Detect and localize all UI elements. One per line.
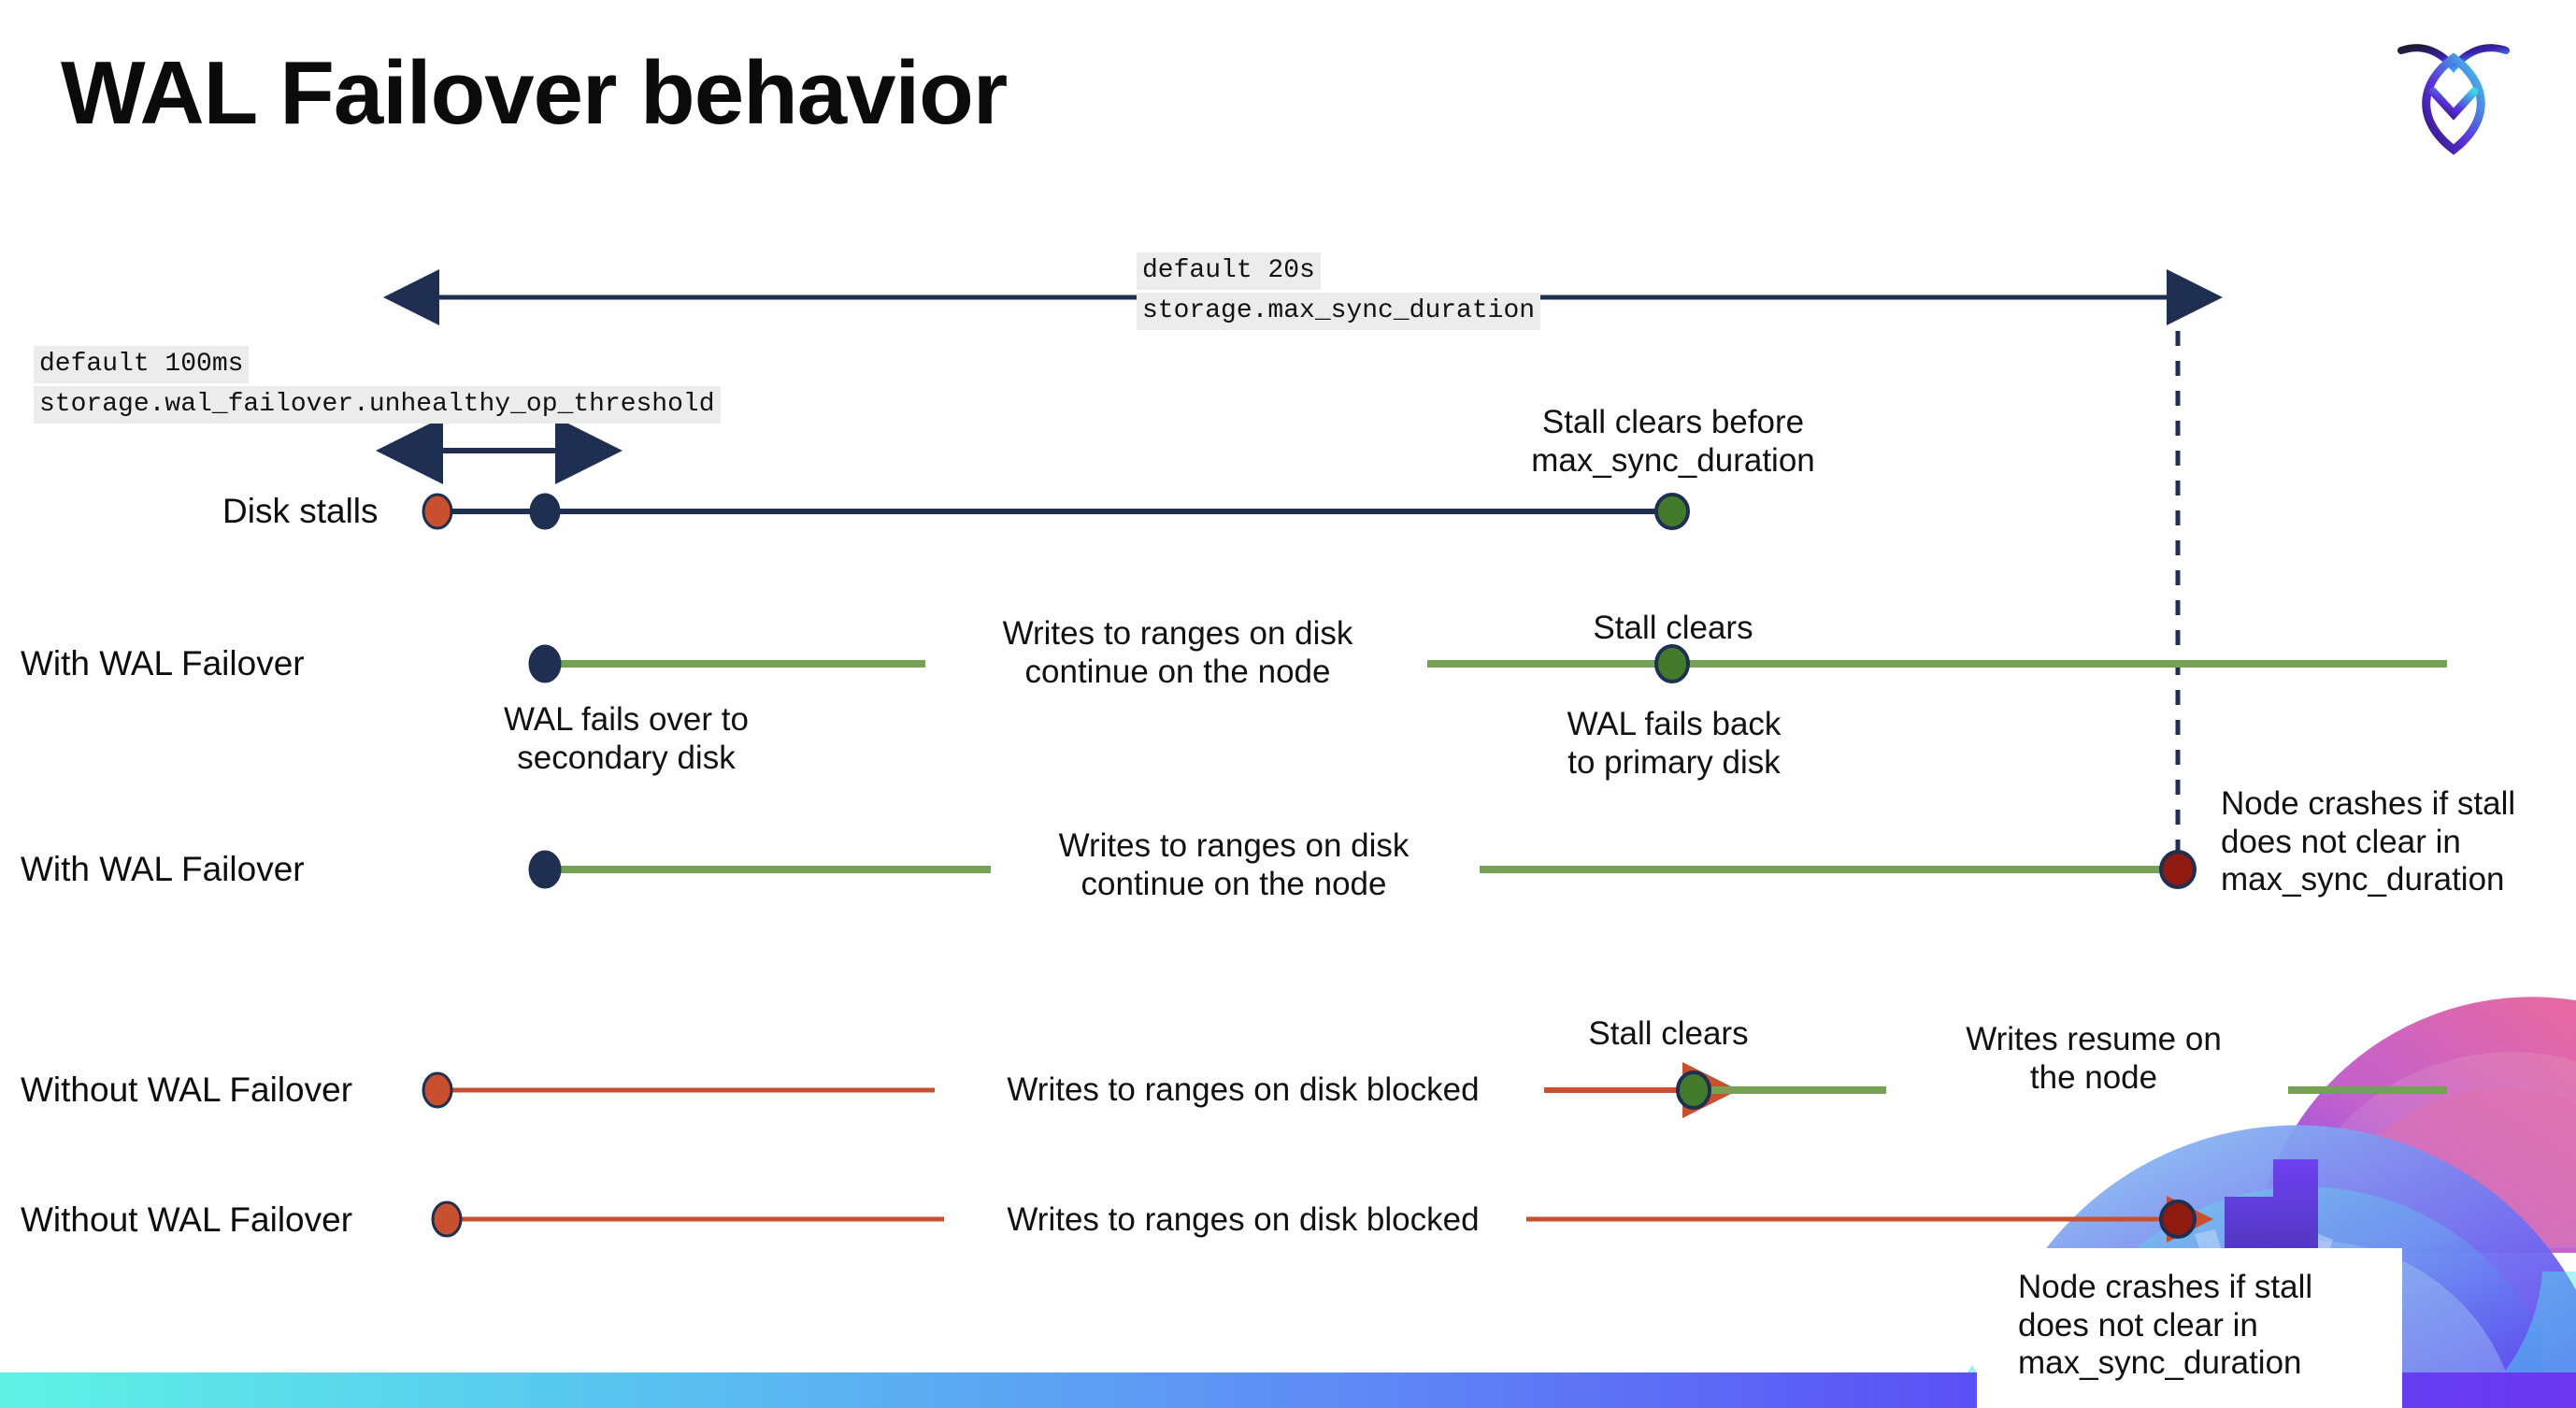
unhealthy-default-label: default 100ms [34,346,250,383]
annotation-stall-clears-before: Stall clears before max_sync_duration [1531,404,1815,479]
annotation-writes-blocked-2: Writes to ranges on disk blocked [1007,1201,1480,1238]
timeline-row-disk-stalls [422,493,1690,530]
row-label-without-wal-failover-2: Without WAL Failover [21,1200,353,1239]
max-sync-setting-label: storage.max_sync_duration [1137,293,1541,330]
unhealthy-setting-label: storage.wal_failover.unhealthy_op_thresh… [34,386,721,424]
cockroachdb-logo [2379,21,2528,161]
page-title: WAL Failover behavior [61,43,1008,143]
timeline-row-without-wal-failover-2 [431,1196,2213,1243]
annotation-writes-blocked-1: Writes to ranges on disk blocked [1007,1071,1480,1108]
annotation-wal-fails-back: WAL fails back to primary disk [1567,706,1782,781]
annotation-wal-fails-over: WAL fails over to secondary disk [504,701,749,776]
annotation-node-crashes-1: Node crashes if stall does not clear in … [2221,785,2516,898]
annotation-stall-clears-1: Stall clears [1593,610,1753,646]
annotation-stall-clears-2: Stall clears [1588,1015,1749,1052]
row-label-disk-stalls: Disk stalls [222,492,379,530]
timeline-row-with-wal-failover-1 [528,644,2447,683]
annotation-writes-resume: Writes resume on the node [1966,1021,2222,1096]
row-label-with-wal-failover-2: With WAL Failover [21,850,305,888]
timeline-row-with-wal-failover-2 [528,850,2197,889]
annotation-node-crashes-2: Node crashes if stall does not clear in … [2018,1269,2313,1382]
annotation-writes-continue-1: Writes to ranges on disk continue on the… [1002,615,1353,690]
row-label-with-wal-failover-1: With WAL Failover [21,644,305,682]
node-crashes-callout-card: Node crashes if stall does not clear in … [1977,1248,2402,1408]
row-label-without-wal-failover-1: Without WAL Failover [21,1070,353,1109]
max-sync-default-label: default 20s [1137,252,1321,290]
timeline-row-without-wal-failover-1 [422,1062,2447,1118]
annotation-writes-continue-2: Writes to ranges on disk continue on the… [1058,827,1410,902]
